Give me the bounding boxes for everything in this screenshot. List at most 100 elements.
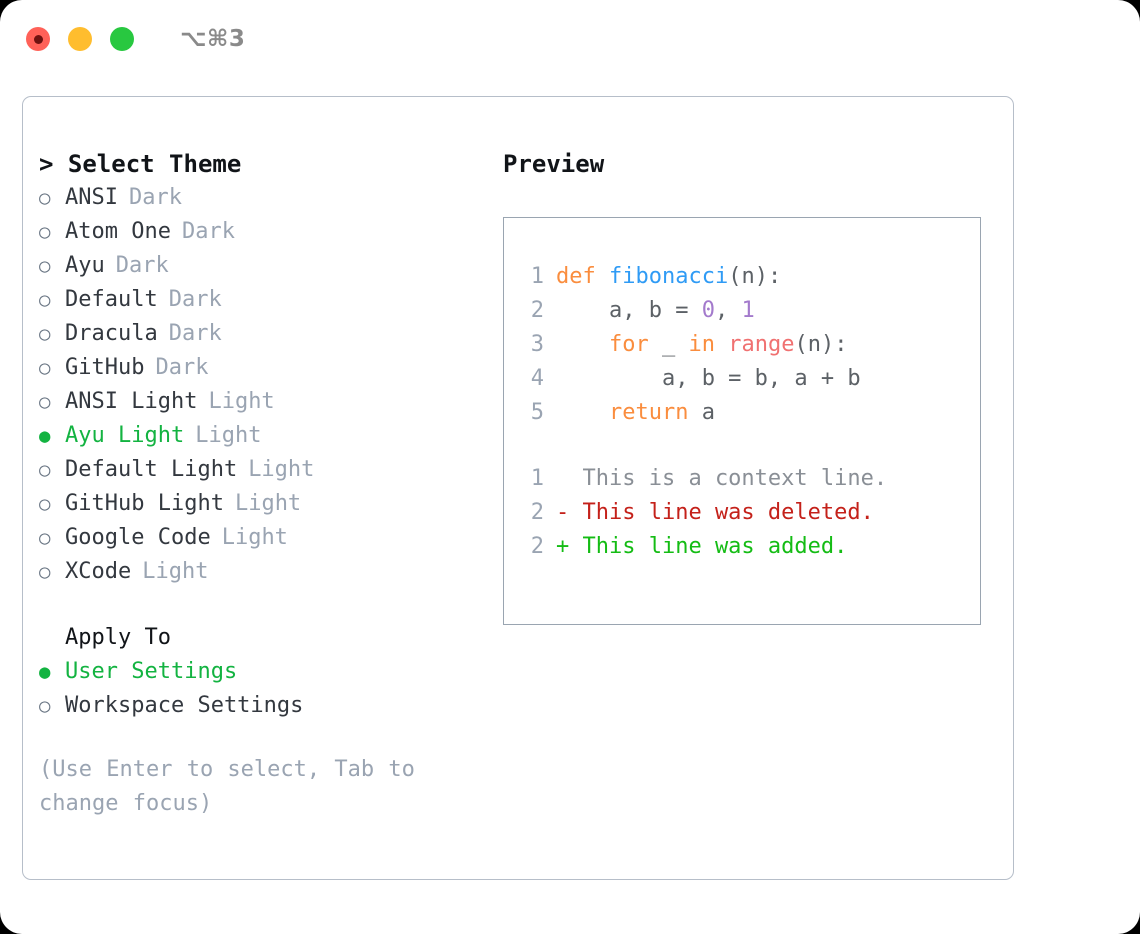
radio-unselected-icon: ○ bbox=[39, 695, 51, 717]
code-line: 4 a, b = b, a + b bbox=[522, 362, 980, 396]
minimize-button-icon[interactable] bbox=[68, 27, 92, 51]
code-line-number: 5 bbox=[530, 400, 544, 425]
preview-heading: Preview bbox=[503, 150, 605, 178]
theme-name-label: Atom One bbox=[65, 219, 171, 244]
hint-spacer bbox=[39, 723, 493, 753]
apply-to-heading-label: Apply To bbox=[65, 625, 171, 650]
code-line-content: for _ in range(n): bbox=[556, 328, 847, 362]
code-token bbox=[715, 332, 728, 357]
diff-line-number: 2 bbox=[530, 500, 544, 525]
theme-variant-tag: Dark bbox=[168, 321, 222, 346]
help-text: (Use Enter to select, Tab to change focu… bbox=[39, 757, 415, 816]
radio-unselected-icon: ○ bbox=[39, 459, 51, 481]
code-token: return bbox=[608, 400, 689, 425]
theme-name-label: GitHub bbox=[65, 355, 145, 380]
radio-selected-icon: ● bbox=[39, 425, 51, 447]
theme-list-item[interactable]: ○ XCode Light bbox=[39, 555, 493, 589]
diff-line-number: 1 bbox=[530, 466, 544, 491]
code-line-number: 3 bbox=[530, 332, 544, 357]
apply-to-list[interactable]: ● User Settings ○ Workspace Settings bbox=[39, 655, 493, 723]
radio-unselected-icon: ○ bbox=[39, 561, 51, 583]
theme-list-item[interactable]: ○ Dracula Dark bbox=[39, 317, 493, 351]
theme-name-label: Ayu Light bbox=[65, 423, 185, 448]
diff-sample: 1 This is a context line.2- This line wa… bbox=[522, 462, 980, 564]
code-token: (n): bbox=[794, 332, 848, 357]
radio-unselected-icon: ○ bbox=[39, 493, 51, 515]
code-line: 2 a, b = 0, 1 bbox=[522, 294, 980, 328]
code-line: 5 return a bbox=[522, 396, 980, 430]
code-token: 0 bbox=[701, 298, 715, 323]
apply-to-item[interactable]: ○ Workspace Settings bbox=[39, 689, 493, 723]
radio-unselected-icon: ○ bbox=[39, 187, 51, 209]
diff-line: 2+ This line was added. bbox=[522, 530, 980, 564]
code-token: , bbox=[714, 298, 742, 323]
radio-unselected-icon: ○ bbox=[39, 527, 51, 549]
diff-line: 2- This line was deleted. bbox=[522, 496, 980, 530]
code-line-content: return a bbox=[556, 396, 715, 430]
theme-name-label: Default Light bbox=[65, 457, 238, 482]
theme-variant-tag: Dark bbox=[155, 355, 209, 380]
theme-variant-tag: Light bbox=[208, 389, 275, 414]
code-token bbox=[556, 400, 609, 425]
theme-variant-tag: Light bbox=[142, 559, 209, 584]
apply-to-item[interactable]: ● User Settings bbox=[39, 655, 493, 689]
theme-name-label: Ayu bbox=[65, 253, 105, 278]
code-token: for bbox=[608, 332, 649, 357]
radio-unselected-icon: ○ bbox=[39, 323, 51, 345]
theme-variant-tag: Dark bbox=[168, 287, 222, 312]
radio-unselected-icon: ○ bbox=[39, 391, 51, 413]
radio-selected-icon: ● bbox=[39, 661, 51, 683]
title-bar: ⌥⌘3 bbox=[0, 0, 1140, 78]
theme-variant-tag: Dark bbox=[181, 219, 235, 244]
select-theme-heading: > Select Theme bbox=[39, 150, 242, 178]
window-controls bbox=[26, 27, 134, 51]
theme-variant-tag: Light bbox=[221, 525, 288, 550]
code-token: a, b = b, a + b bbox=[556, 366, 861, 391]
maximize-button-icon[interactable] bbox=[110, 27, 134, 51]
code-token: a bbox=[688, 400, 715, 425]
code-line-number: 2 bbox=[530, 298, 544, 323]
code-line-content: a, b = b, a + b bbox=[556, 362, 861, 396]
theme-variant-tag: Dark bbox=[128, 185, 182, 210]
diff-spacer bbox=[522, 430, 980, 462]
code-line-content: def fibonacci(n): bbox=[556, 260, 781, 294]
theme-name-label: Dracula bbox=[65, 321, 158, 346]
code-token: a, b = bbox=[556, 298, 702, 323]
code-line-number: 4 bbox=[530, 366, 544, 391]
apply-to-label: Workspace Settings bbox=[65, 693, 304, 718]
apply-to-label: User Settings bbox=[65, 659, 238, 684]
close-button-icon[interactable] bbox=[26, 27, 50, 51]
radio-unselected-icon: ○ bbox=[39, 289, 51, 311]
list-spacer bbox=[39, 589, 493, 621]
code-token: fibonacci bbox=[608, 264, 729, 289]
diff-line-content: This is a context line. bbox=[556, 466, 888, 491]
keyboard-shortcut-label: ⌥⌘3 bbox=[180, 26, 246, 52]
code-line-content: a, b = 0, 1 bbox=[556, 294, 755, 328]
close-inner-dot bbox=[33, 34, 43, 44]
diff-line: 1 This is a context line. bbox=[522, 462, 980, 496]
code-token bbox=[556, 332, 609, 357]
code-token: _ bbox=[648, 332, 689, 357]
code-token: (n): bbox=[728, 264, 782, 289]
code-token: in bbox=[688, 332, 715, 357]
theme-name-label: XCode bbox=[65, 559, 132, 584]
radio-unselected-icon: ○ bbox=[39, 255, 51, 277]
code-token: range bbox=[728, 332, 795, 357]
